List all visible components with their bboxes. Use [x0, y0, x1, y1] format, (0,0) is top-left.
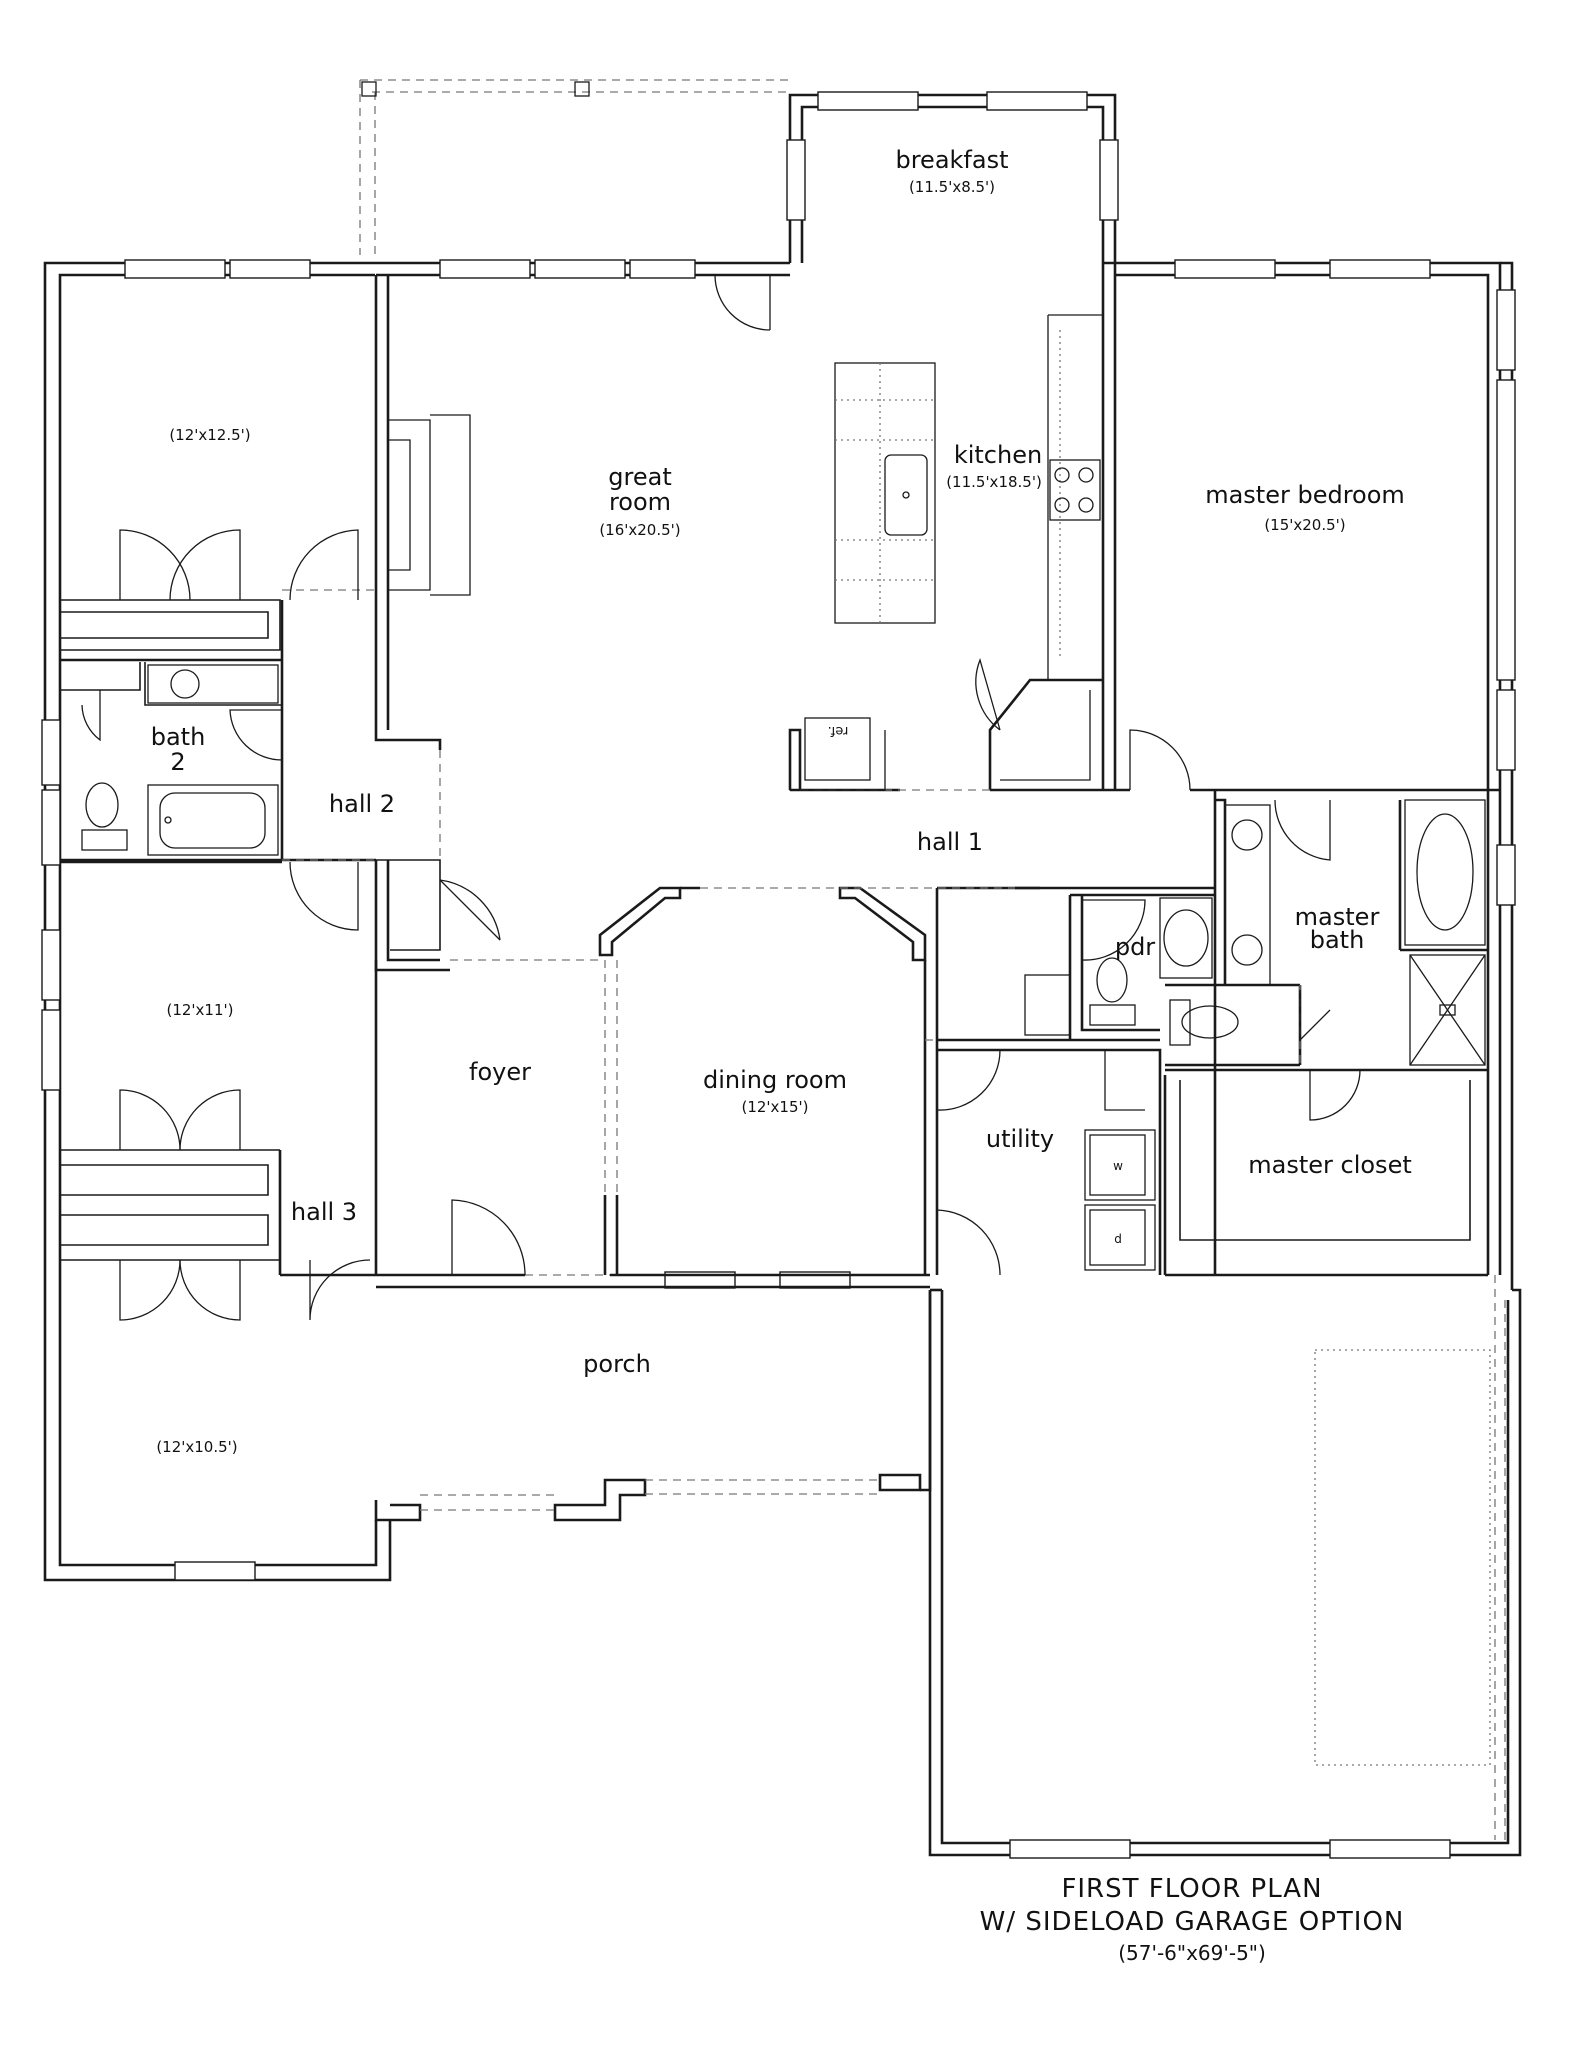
great-room-label-line2: room — [609, 488, 671, 516]
refrigerator-label: ref. — [828, 723, 849, 738]
hall-3-label: hall 3 — [291, 1198, 357, 1226]
kitchen-label: kitchen — [954, 441, 1042, 469]
utility-label: utility — [986, 1125, 1054, 1153]
foyer-label: foyer — [469, 1058, 531, 1086]
windows — [41, 91, 1516, 1859]
hall-2-label: hall 2 — [329, 790, 395, 818]
dashed-openings — [282, 79, 1506, 1840]
master-closet-label: master closet — [1248, 1151, 1412, 1179]
hall-1-label: hall 1 — [917, 828, 983, 856]
bedroom-3-dimensions: (12'x10.5') — [156, 1438, 237, 1456]
interior-walls — [60, 263, 1500, 1522]
dining-room-label: dining room — [703, 1066, 847, 1094]
porch-label: porch — [583, 1350, 651, 1378]
plan-caption: FIRST FLOOR PLAN W/ SIDELOAD GARAGE OPTI… — [980, 1874, 1405, 1965]
great-room-dimensions: (16'x20.5') — [599, 521, 680, 539]
master-bedroom-label: master bedroom — [1205, 481, 1405, 509]
kitchen-dimensions: (11.5'x18.5') — [946, 473, 1042, 491]
bedroom-2-dimensions: (12'x11') — [166, 1001, 233, 1019]
master-bath-label-line2: bath — [1310, 926, 1365, 954]
bedroom-1-dimensions: (12'x12.5') — [169, 426, 250, 444]
breakfast-label: breakfast — [895, 146, 1008, 174]
exterior-walls — [43, 93, 1522, 1857]
caption-title: FIRST FLOOR PLAN — [1061, 1874, 1322, 1904]
breakfast-dimensions: (11.5'x8.5') — [909, 178, 995, 196]
bath-2-label-line2: 2 — [170, 748, 185, 776]
doors — [81, 274, 1361, 1321]
dining-room-dimensions: (12'x15') — [741, 1098, 808, 1116]
great-room-label-line1: great — [608, 463, 671, 491]
pdr-label: pdr — [1115, 933, 1155, 961]
fixtures — [81, 314, 1486, 1271]
caption-subtitle: W/ SIDELOAD GARAGE OPTION — [980, 1907, 1405, 1937]
washer-label: w — [1113, 1159, 1123, 1173]
room-labels: (12'x12.5') great room (16'x20.5') break… — [151, 146, 1412, 1456]
caption-dimensions: (57'-6"x69'-5") — [1118, 1941, 1266, 1965]
dryer-label: d — [1114, 1232, 1122, 1246]
master-bedroom-dimensions: (15'x20.5') — [1264, 516, 1345, 534]
master-bath-label-line1: master — [1295, 903, 1380, 931]
bath-2-label-line1: bath — [151, 723, 206, 751]
